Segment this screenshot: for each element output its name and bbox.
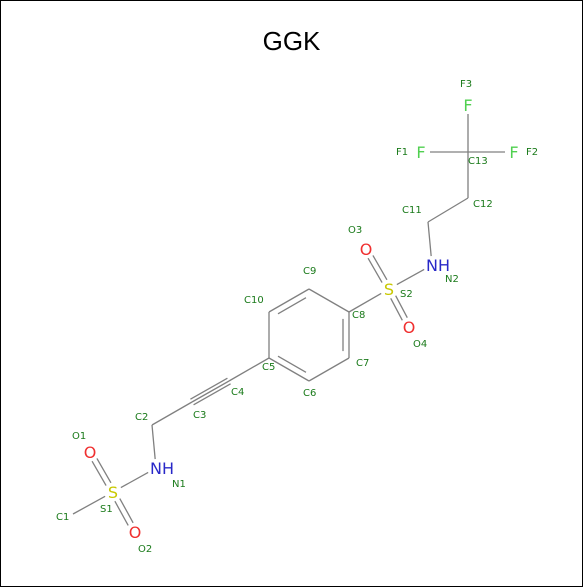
- bond-s2-n2-line: [396, 268, 425, 286]
- bond-c6-c7: [308, 357, 350, 382]
- bond-s1-o1: [91, 458, 112, 486]
- bond-s2-n2: [396, 268, 425, 286]
- symbol-o1: O: [84, 443, 97, 462]
- bond-c9-c10: [268, 288, 310, 315]
- atom-label-f2: F2: [526, 147, 538, 158]
- symbol-o3: O: [360, 240, 373, 259]
- bond-s1-n1-line: [120, 471, 149, 489]
- atom-label-c11: C11: [402, 205, 422, 216]
- atom-label-c9: C9: [303, 266, 316, 277]
- bond-c3-c4-line-center: [191, 380, 230, 403]
- symbol-n2: NH: [426, 256, 450, 275]
- bond-s2-o4-line-b: [395, 295, 408, 319]
- atom-label-f1: F1: [396, 147, 408, 158]
- bond-c11-c12: [427, 197, 469, 223]
- bond-c3-c4: [190, 377, 231, 406]
- bond-c5-c6-inner-line: [277, 355, 307, 373]
- bond-c5-c6: [268, 355, 310, 382]
- bond-c11-c12-line: [427, 197, 469, 223]
- atom-label-o2: O2: [138, 544, 152, 555]
- atom-label-o1: O1: [72, 431, 86, 442]
- bond-s1-o1-line-a: [96, 458, 112, 484]
- atom-label-c8: C8: [352, 310, 365, 321]
- bond-s2-o4-line-a: [390, 297, 403, 321]
- atom-label-n2: N2: [445, 274, 459, 285]
- bond-s2-o4: [390, 295, 408, 321]
- atom-label-c4: C4: [231, 387, 244, 398]
- atom-label-o3: O3: [348, 225, 362, 236]
- atom-label-c2: C2: [135, 412, 148, 423]
- atom-label-f3: F3: [460, 79, 472, 90]
- bond-s1-n1: [120, 471, 149, 489]
- bond-n1-c2-line: [151, 424, 156, 460]
- atom-label-s1: S1: [100, 504, 113, 515]
- bond-c9-c10-line: [268, 288, 310, 313]
- symbol-o4: O: [403, 318, 416, 337]
- atom-label-n1: N1: [172, 479, 186, 490]
- bond-s1-o2: [114, 498, 134, 526]
- atom-label-c7: C7: [356, 358, 369, 369]
- atom-label-c6: C6: [303, 388, 316, 399]
- atom-label-c1: C1: [56, 512, 69, 523]
- bond-c7-c8: [342, 312, 350, 358]
- symbol-n1: NH: [150, 459, 174, 478]
- bond-c5-c6-line: [268, 357, 310, 382]
- symbol-s1: S: [108, 483, 118, 502]
- bond-layer: [72, 114, 505, 526]
- bond-s1-o1-line-b: [91, 460, 107, 486]
- symbol-f2: F: [509, 143, 518, 162]
- bond-c4-c5-line: [228, 357, 270, 382]
- molecule-title: GGK: [262, 26, 321, 56]
- atom-label-s2: S2: [400, 289, 413, 300]
- symbol-o2: O: [129, 523, 142, 542]
- bond-c6-c7-line: [308, 357, 350, 382]
- bond-c8-s2: [348, 292, 382, 313]
- atom-label-o4: O4: [413, 339, 427, 350]
- bond-s1-o2-line-b: [119, 498, 134, 524]
- bond-n2-c11-line: [427, 221, 432, 257]
- bond-s2-o3-line-b: [367, 257, 383, 283]
- bond-c4-c5: [228, 357, 270, 382]
- bond-s1-o2-line-a: [114, 500, 129, 526]
- atom-label-c13: C13: [468, 156, 488, 167]
- atom-label-c10: C10: [244, 295, 264, 306]
- bond-s2-o3: [367, 255, 388, 283]
- bond-c8-c9-line: [308, 288, 350, 313]
- bond-c9-c10-inner-line: [277, 297, 307, 315]
- atom-label-c12: C12: [473, 199, 493, 210]
- bond-c3-c4-line-a: [193, 383, 231, 406]
- bond-c8-s2-line: [348, 292, 382, 313]
- bond-n2-c11: [427, 221, 432, 257]
- bond-c1-s1: [72, 495, 106, 515]
- bond-c8-c9: [308, 288, 350, 313]
- atom-label-c5: C5: [262, 362, 275, 373]
- bond-c2-c3: [151, 401, 193, 426]
- bond-c2-c3-line: [151, 401, 193, 426]
- symbol-s2: S: [384, 280, 394, 299]
- symbol-f1: F: [416, 143, 425, 162]
- bond-c1-s1-line: [72, 495, 106, 515]
- bond-s2-o3-line-a: [372, 255, 388, 281]
- bond-n1-c2: [151, 424, 156, 460]
- symbol-f3: F: [463, 96, 472, 115]
- atom-label-c3: C3: [193, 410, 206, 421]
- bond-c3-c4-line-b: [190, 377, 228, 400]
